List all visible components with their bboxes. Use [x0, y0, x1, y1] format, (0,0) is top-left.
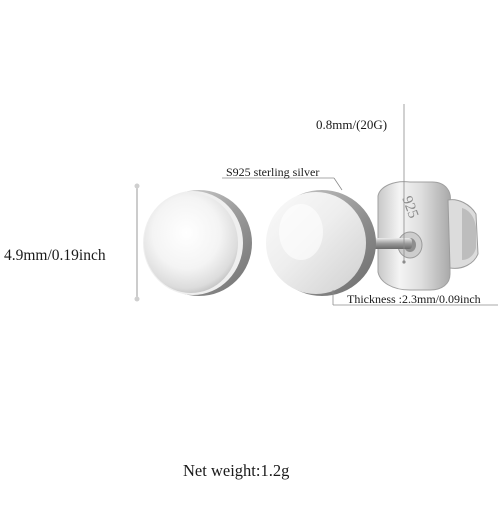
butterfly-back: 925: [377, 181, 479, 291]
earring-post: [366, 238, 412, 249]
wire-gauge-label: 0.8mm/(20G): [316, 117, 388, 132]
front-disc: [143, 190, 252, 296]
earring-back-view: 925: [266, 181, 479, 296]
size-dimension-line: [134, 183, 140, 302]
callout-lines: [222, 104, 498, 306]
size-label: 4.9mm/0.19inch: [4, 247, 106, 264]
thickness-label: Thickness :2.3mm/0.09inch: [347, 292, 481, 306]
material-label: S925 sterling silver: [226, 165, 320, 179]
net-weight-label: Net weight:1.2g: [183, 461, 290, 480]
